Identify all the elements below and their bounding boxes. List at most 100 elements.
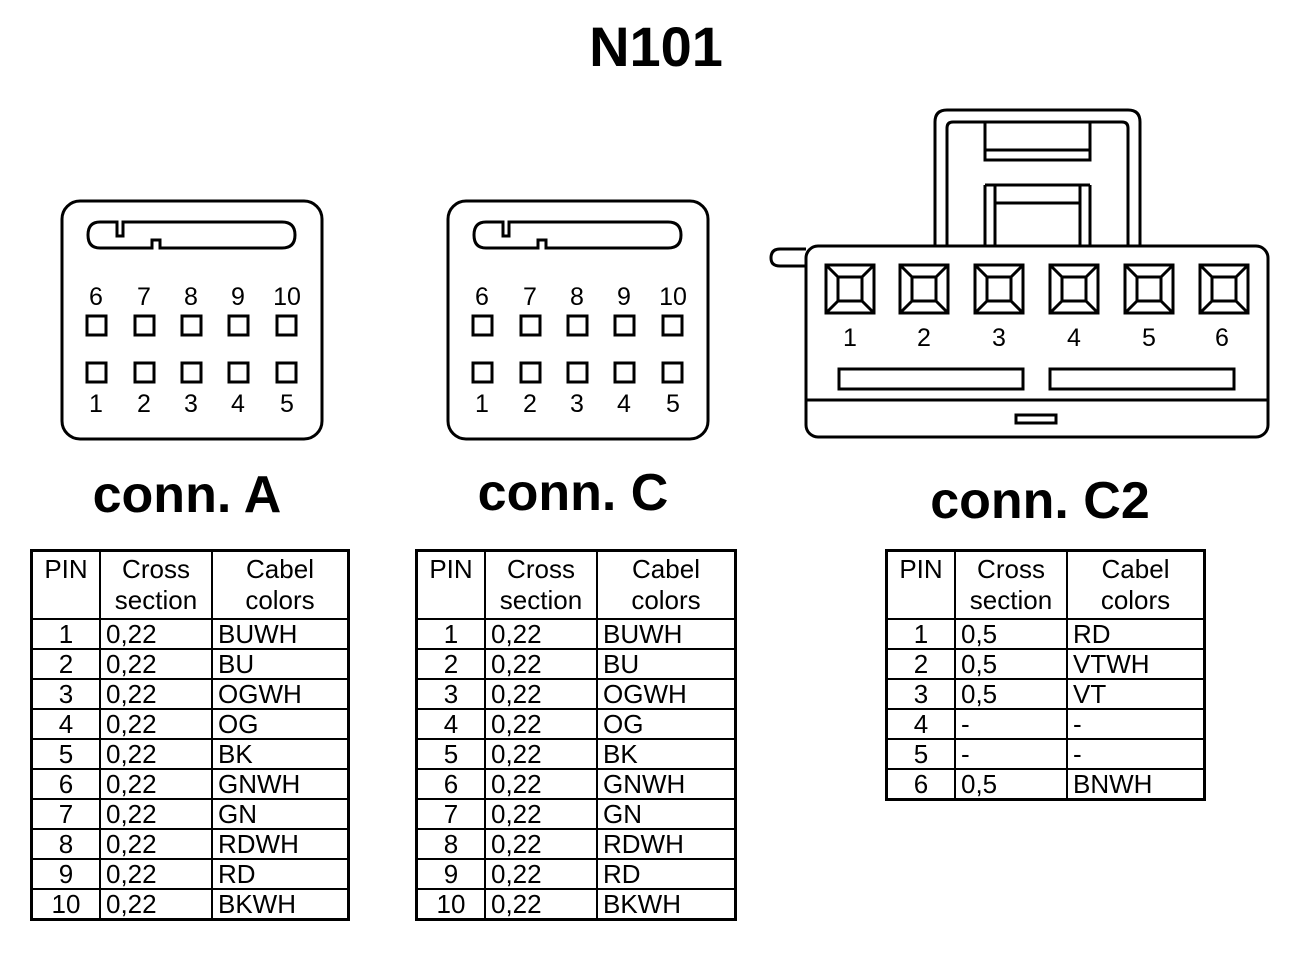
cross-section-cell: - <box>954 738 1068 770</box>
cross-section-cell: 0,5 <box>954 648 1068 680</box>
diagram-title: N101 <box>589 15 723 78</box>
pin-square <box>613 314 636 337</box>
pin-number: 4 <box>1067 324 1081 352</box>
pin-number: 9 <box>617 283 631 311</box>
pin-number: 8 <box>184 283 198 311</box>
pin-number: 3 <box>570 390 584 418</box>
cross-section-cell: 0,22 <box>99 708 213 740</box>
connector-c2-pins <box>824 263 1250 315</box>
pin-number: 10 <box>659 283 687 311</box>
pin-cell: 1 <box>415 618 486 650</box>
cross-section-cell: 0,22 <box>99 768 213 800</box>
pin-cell: 1 <box>30 618 101 650</box>
pin-square <box>85 361 108 384</box>
pin-number: 8 <box>570 283 584 311</box>
pin-cell: 10 <box>415 888 486 921</box>
pin-number: 4 <box>617 390 631 418</box>
pin-number: 2 <box>137 390 151 418</box>
pin-cell: 5 <box>30 738 101 770</box>
pin-cell: 6 <box>30 768 101 800</box>
connector-c2-drawing <box>769 108 1270 439</box>
connector-a-drawing <box>60 199 324 441</box>
pin-number: 10 <box>273 283 301 311</box>
pin-square <box>613 361 636 384</box>
pin-number: 1 <box>843 324 857 352</box>
pin-cell: 6 <box>415 768 486 800</box>
cable-color-cell: RDWH <box>211 828 350 860</box>
cable-color-cell: OGWH <box>596 678 737 710</box>
cross-section-cell: 0,5 <box>954 768 1068 801</box>
cable-color-cell: VT <box>1066 678 1206 710</box>
cable-color-cell: GNWH <box>596 768 737 800</box>
cable-color-cell: - <box>1066 708 1206 740</box>
pin-number: 6 <box>1215 324 1229 352</box>
pin-number: 9 <box>231 283 245 311</box>
pin-square <box>275 314 298 337</box>
connector-a-bottom-pins: 1 2 3 4 5 <box>85 361 298 418</box>
connector-c-label: conn. C <box>477 464 669 522</box>
connector-c2-pin-numbers: 1 2 3 4 5 6 <box>843 324 1229 352</box>
cable-color-cell: GN <box>596 798 737 830</box>
pin-number: 5 <box>1142 324 1156 352</box>
cable-color-cell: BNWH <box>1066 768 1206 801</box>
cross-section-cell: 0,22 <box>99 798 213 830</box>
cross-section-cell: 0,22 <box>484 888 598 921</box>
connector-c2-label: conn. C2 <box>930 472 1150 530</box>
cross-section-cell: 0,5 <box>954 618 1068 650</box>
connector-a-label: conn. A <box>92 466 282 524</box>
cross-section-cell: 0,22 <box>99 888 213 921</box>
pin-cell: 6 <box>885 768 956 801</box>
pin-cell: 4 <box>415 708 486 740</box>
table-row: 5-- <box>885 738 1206 770</box>
cross-section-cell: 0,22 <box>99 648 213 680</box>
table-row: 4-- <box>885 708 1206 740</box>
pin-square <box>275 361 298 384</box>
pin-square <box>227 361 250 384</box>
cable-color-cell: OG <box>211 708 350 740</box>
pin-cell: 4 <box>30 708 101 740</box>
pin-number: 2 <box>917 324 931 352</box>
cross-section-cell: 0,22 <box>484 828 598 860</box>
pin-cell: 8 <box>30 828 101 860</box>
pin-cell: 2 <box>30 648 101 680</box>
cable-color-cell: BUWH <box>596 618 737 650</box>
pin-cell: 5 <box>885 738 956 770</box>
pin-square <box>85 314 108 337</box>
pin-square <box>180 314 203 337</box>
cross-section-cell: 0,22 <box>484 798 598 830</box>
pin-cell: 3 <box>885 678 956 710</box>
table-header-row: PIN Cross section Cabel colors <box>415 549 737 620</box>
pin-cell: 7 <box>30 798 101 830</box>
pin-cell: 8 <box>415 828 486 860</box>
table-header-row: PIN Cross section Cabel colors <box>885 549 1206 620</box>
pin-square <box>661 314 684 337</box>
cable-color-cell: BKWH <box>596 888 737 921</box>
pin-cell: 3 <box>415 678 486 710</box>
cable-color-cell: GNWH <box>211 768 350 800</box>
table-header-row: PIN Cross section Cabel colors <box>30 549 350 620</box>
pin-terminal <box>1123 263 1175 315</box>
pin-number: 6 <box>475 283 489 311</box>
pin-square <box>471 314 494 337</box>
cable-color-cell: - <box>1066 738 1206 770</box>
cable-color-cell: OGWH <box>211 678 350 710</box>
cross-section-cell: 0,22 <box>99 738 213 770</box>
pin-number: 4 <box>231 390 245 418</box>
cross-section-cell: 0,22 <box>484 738 598 770</box>
